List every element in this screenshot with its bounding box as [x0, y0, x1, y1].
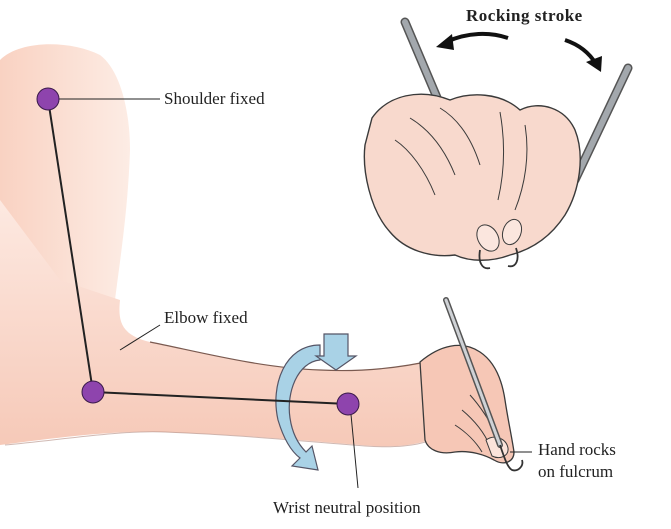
- wrist-joint: [337, 393, 359, 415]
- elbow-label: Elbow fixed: [164, 308, 248, 328]
- diagram-title: Rocking stroke: [466, 6, 583, 26]
- shoulder-label: Shoulder fixed: [164, 89, 265, 109]
- hand-label-line1: Hand rocks: [538, 440, 616, 460]
- wrist-label: Wrist neutral position: [273, 498, 421, 518]
- upper-hands: [364, 22, 628, 268]
- hand-label-line2: on fulcrum: [538, 462, 613, 482]
- elbow-joint: [82, 381, 104, 403]
- shoulder-joint: [37, 88, 59, 110]
- rocking-arrow-icon: [436, 34, 602, 72]
